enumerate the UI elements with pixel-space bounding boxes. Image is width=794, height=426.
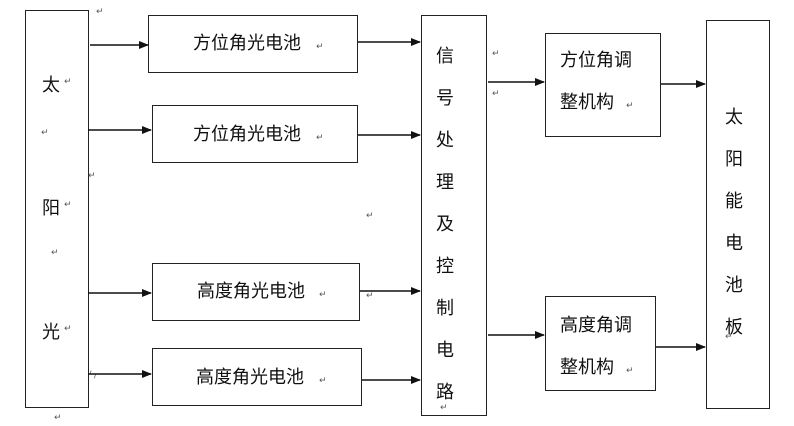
return-mark: ↵ [626, 366, 634, 376]
panel-char: 板 [725, 317, 743, 338]
return-mark: ↵ [366, 291, 374, 301]
actuator-line1: 高度角调 [560, 315, 632, 336]
return-mark: ↵ [41, 128, 49, 138]
processor-char: 路 [436, 382, 454, 403]
actuator-line2: 整机构 [560, 92, 614, 113]
return-mark: ↵ [88, 171, 96, 181]
return-mark: ↵ [626, 101, 634, 111]
sunlight-char-1: 太 [42, 75, 60, 96]
sensor-label: 方位角光电池 [193, 33, 301, 54]
sunlight-box: 太 ↵ ↵ 阳 ↵ ↵ 光 ↵ [25, 10, 89, 408]
actuator-box-altitude: 高度角调 整机构 ↵ [545, 296, 656, 391]
return-mark: ↵ [54, 413, 62, 423]
sensor-label: 高度角光电池 [197, 281, 305, 302]
return-mark: ↵ [319, 376, 327, 386]
sensor-box-altitude-1: 高度角光电池 ↵ [152, 263, 360, 321]
return-mark: ↵ [64, 200, 72, 210]
sunlight-char-2: 阳 [42, 198, 60, 219]
actuator-line2: 整机构 [560, 357, 614, 378]
processor-char: 制 [436, 298, 454, 319]
panel-char: 太 [725, 107, 743, 128]
panel-char: 电 [725, 233, 743, 254]
return-mark: ↵ [51, 248, 59, 258]
processor-char: 号 [436, 88, 454, 109]
actuator-line1: 方位角调 [560, 50, 632, 71]
return-mark: ↵ [316, 133, 324, 143]
return-mark: ↵ [316, 42, 324, 52]
processor-char: 电 [436, 340, 454, 361]
panel-char: 池 [725, 275, 743, 296]
solar-panel-box: 太 阳 能 电 池 板 ↵ [706, 20, 770, 409]
sensor-box-altitude-2: 高度角光电池 ↵ [152, 348, 362, 406]
return-mark: ↵ [64, 324, 72, 334]
processor-box: 信 号 处 理 及 控 制 电 路 ↵ [421, 15, 487, 416]
return-mark: ↵ [366, 211, 374, 221]
sensor-box-azimuth-1: 方位角光电池 ↵ [148, 15, 358, 73]
sensor-label: 高度角光电池 [196, 367, 304, 388]
return-mark: ↵ [64, 77, 72, 87]
processor-char: 理 [436, 172, 454, 193]
processor-char: 及 [436, 214, 454, 235]
processor-char: 信 [436, 46, 454, 67]
actuator-box-azimuth: 方位角调 整机构 ↵ [545, 33, 661, 137]
return-mark: ↵ [96, 7, 104, 17]
sunlight-char-3: 光 [42, 322, 60, 343]
return-mark: ↵ [725, 332, 733, 342]
return-mark: ↵ [440, 403, 448, 413]
panel-char: 能 [725, 191, 743, 212]
return-mark: ↵ [492, 89, 500, 99]
tab-mark: ㄣ [88, 371, 98, 381]
processor-char: 处 [436, 130, 454, 151]
return-mark: ↵ [319, 290, 327, 300]
processor-char: 控 [436, 256, 454, 277]
panel-char: 阳 [725, 149, 743, 170]
return-mark: ↵ [492, 49, 500, 59]
sensor-label: 方位角光电池 [193, 124, 301, 145]
sensor-box-azimuth-2: 方位角光电池 ↵ [152, 105, 358, 163]
